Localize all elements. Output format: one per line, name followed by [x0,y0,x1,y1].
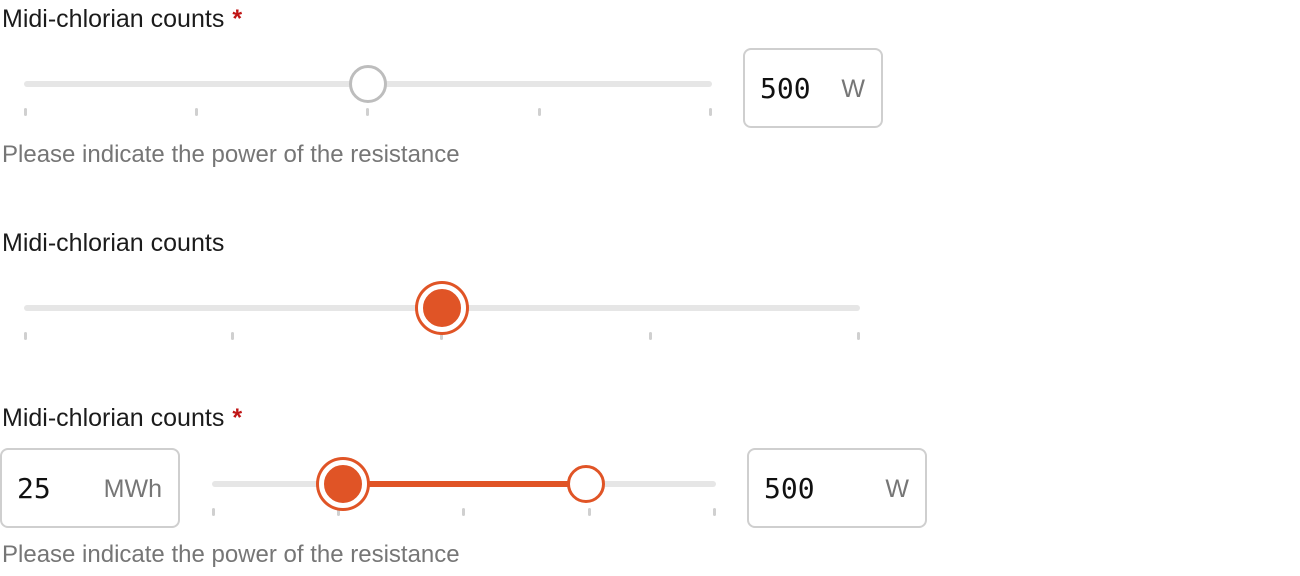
slider1-tick [195,108,198,116]
slider2-tick [857,332,860,340]
slider3-label: Midi-chlorian counts* [2,404,243,432]
required-asterisk: * [232,5,243,33]
slider1-value-input[interactable]: 500 W [743,48,883,128]
slider3-tick [337,508,340,516]
slider3-tick [713,508,716,516]
slider1-tick [538,108,541,116]
slider3-control[interactable] [212,460,716,524]
slider2-tick [440,332,443,340]
slider3-tick [212,508,215,516]
slider3-min-value: 25 [17,472,51,505]
slider3-tick [462,508,465,516]
slider3-help-text: Please indicate the power of the resista… [2,541,460,568]
slider1-value: 500 [760,72,811,105]
required-asterisk: * [232,404,243,432]
slider3-high-thumb[interactable] [567,465,605,503]
slider1-tick [709,108,712,116]
slider2-thumb[interactable] [418,284,466,332]
slider3-max-unit: W [885,475,909,503]
slider3-range-fill [343,481,586,487]
slider3-min-input[interactable]: 25 MWh [0,448,180,528]
slider3-low-thumb[interactable] [319,460,367,508]
slider3-tick [588,508,591,516]
slider3-max-input[interactable]: 500 W [747,448,927,528]
slider2-control[interactable] [24,284,860,348]
slider1-thumb[interactable] [349,65,387,103]
slider1-help-text: Please indicate the power of the resista… [2,141,460,168]
slider2-tick [24,332,27,340]
slider1-unit: W [841,75,865,103]
slider3-min-unit: MWh [103,475,162,503]
slider2-tick [231,332,234,340]
slider1-label: Midi-chlorian counts* [2,5,243,33]
slider2-label: Midi-chlorian counts [2,229,225,257]
slider1-tick [24,108,27,116]
slider2-tick [649,332,652,340]
slider1-tick [366,108,369,116]
slider1-control[interactable] [24,64,712,124]
slider3-max-value: 500 [764,472,815,505]
